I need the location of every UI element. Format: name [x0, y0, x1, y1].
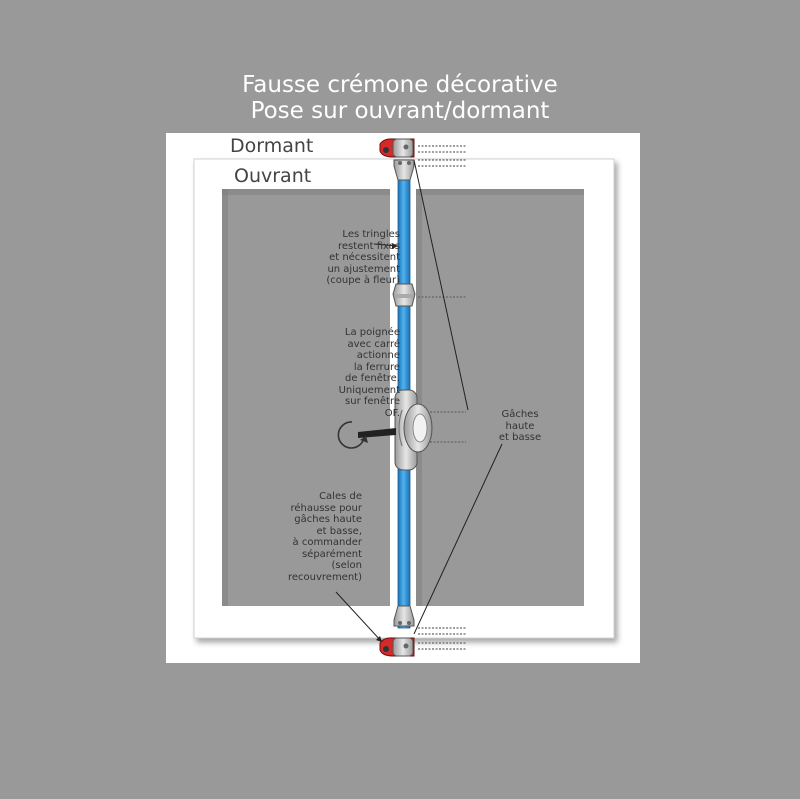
poignee-levier [358, 428, 396, 438]
poignee-boitier [394, 389, 433, 471]
label-ouvrant: Ouvrant [234, 165, 312, 187]
guide-haut [393, 159, 415, 181]
annotation-poignee: La poignée avec carré actionne la ferrur… [338, 327, 400, 419]
leader-lines [335, 159, 503, 643]
gache-haute [379, 138, 415, 158]
glass-pane-right [416, 189, 584, 606]
guide-bas [393, 605, 415, 627]
annotation-cales: Cales de réhausse pour gâches haute et b… [287, 491, 362, 583]
page-subtitle: Pose sur ouvrant/dormant [250, 98, 550, 124]
page-title: Fausse crémone décorative [242, 72, 558, 98]
annotation-tringles: Les tringles restent fixes et nécessiten… [326, 229, 400, 286]
rotation-arrow-icon [337, 421, 368, 449]
screws [418, 145, 466, 650]
guide-milieu [392, 283, 416, 307]
gache-basse [379, 637, 415, 657]
glass-pane-left [222, 189, 390, 606]
annotation-gaches: Gâches haute et basse [498, 409, 542, 443]
label-dormant: Dormant [230, 135, 314, 157]
